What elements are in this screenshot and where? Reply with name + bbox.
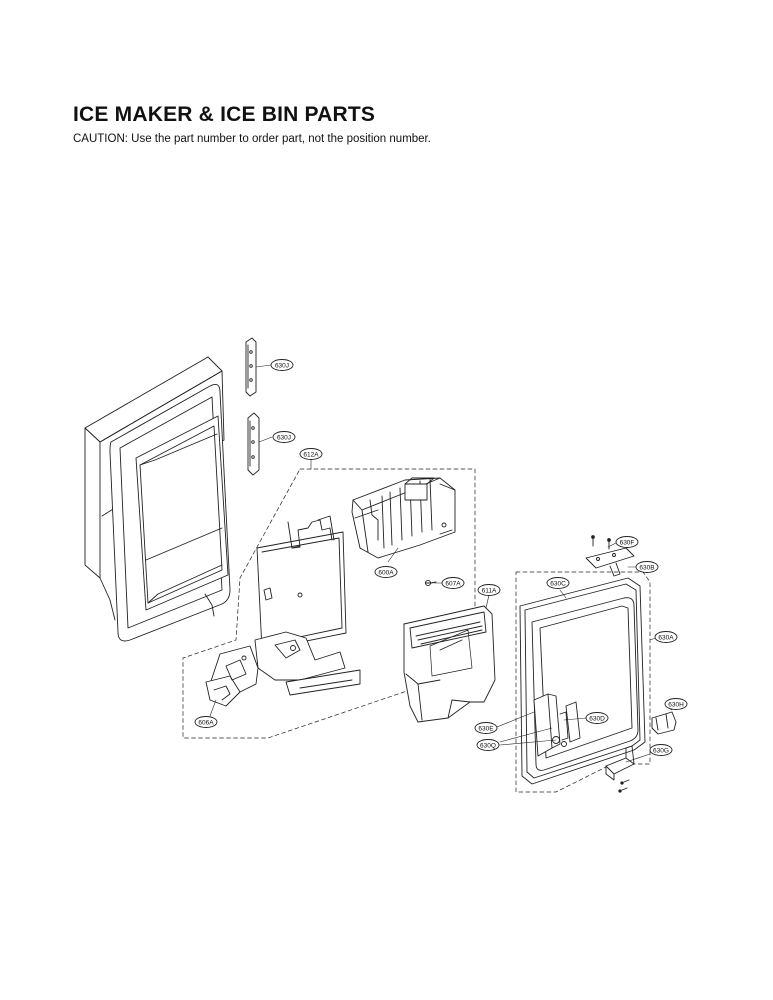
callout-630j-bottom: 630J: [272, 431, 296, 443]
callout-630c: 630C: [546, 577, 570, 589]
page-title: ICE MAKER & ICE BIN PARTS: [73, 103, 376, 126]
callout-label: 606A: [198, 719, 214, 726]
callout-630b: 630B: [635, 561, 659, 573]
screws-630f: [591, 535, 611, 550]
callout-label: 630F: [620, 539, 635, 546]
callout-label: 630Q: [480, 742, 496, 749]
callout-630a: 630A: [654, 631, 678, 643]
callout-611a: 611A: [477, 584, 501, 596]
callout-630h: 630H: [664, 698, 688, 710]
bracket-630g: [605, 745, 635, 793]
callout-label: 611A: [482, 587, 497, 594]
callout-612a: 612A: [299, 448, 323, 460]
refrigerator-door-illustration: [84, 356, 231, 642]
callout-630f: 630F: [615, 536, 639, 548]
callout-607a: 607A: [441, 577, 465, 589]
ice-tray-bracket-assembly: [254, 515, 361, 696]
callout-label: 630D: [589, 715, 605, 722]
hinge-cover-630j-bottom: [247, 412, 260, 476]
callout-606a: 606A: [194, 716, 218, 728]
door-hinge-630b: [585, 547, 635, 577]
ice-bin-cover-611a: [403, 605, 496, 723]
callout-label: 612A: [303, 451, 319, 458]
callout-label: 630H: [668, 701, 684, 708]
caution-note: CAUTION: Use the part number to order pa…: [73, 133, 431, 145]
callout-label: 630C: [550, 580, 566, 587]
callout-630q: 630Q: [476, 739, 500, 751]
callout-630d: 630D: [585, 712, 609, 724]
callout-630j-top: 630J: [270, 359, 294, 371]
ice-maker-600a: [351, 477, 456, 559]
door-stopper-630h: [651, 711, 677, 735]
callout-600a: 600A: [374, 566, 398, 578]
callout-label: 607A: [445, 580, 461, 587]
callout-label: 600A: [378, 569, 394, 576]
callout-label: 630A: [658, 634, 674, 641]
callout-label: 630J: [275, 362, 289, 369]
hinge-cover-630j-top: [245, 337, 257, 397]
callout-630e: 630E: [474, 722, 498, 734]
callout-label: 630B: [639, 564, 654, 571]
callout-label: 630J: [277, 434, 291, 441]
callout-630g: 630G: [649, 744, 673, 756]
screw-607a: [424, 579, 437, 587]
auger-motor-606a: [205, 645, 259, 707]
callout-label: 630G: [653, 747, 669, 754]
callout-label: 630E: [478, 725, 494, 732]
assembly-boundary-612a: [182, 468, 476, 739]
